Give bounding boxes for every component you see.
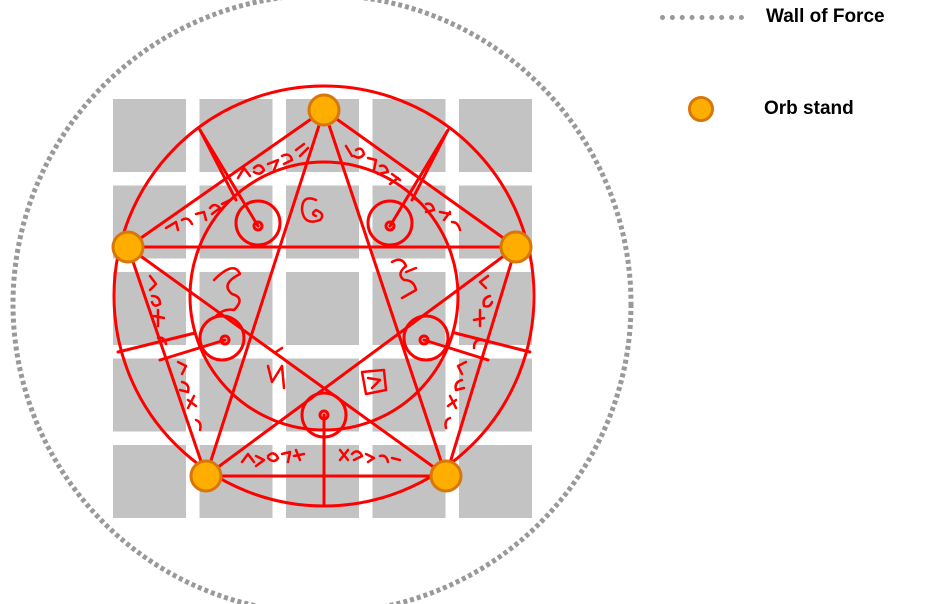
floor-tile [459, 99, 532, 172]
orb-stand-bottom-right [431, 461, 461, 491]
orb-stand-top [309, 95, 339, 125]
orb-stand-left [113, 232, 143, 262]
floor-tile [113, 99, 186, 172]
floor-tile [459, 272, 532, 345]
floor-tile [459, 445, 532, 518]
dotted-line-icon [660, 15, 744, 20]
orb-stand-right [501, 232, 531, 262]
orb-icon [688, 96, 714, 122]
legend-wall-label: Wall of Force [766, 6, 885, 28]
floor-tile [200, 99, 273, 172]
floor-tile [286, 272, 359, 345]
orb-stand-bottom-left [191, 461, 221, 491]
legend-orb-stand: Orb stand [688, 96, 854, 122]
legend-wall-of-force: Wall of Force [660, 6, 885, 28]
floor-tile [373, 99, 446, 172]
legend-orb-label: Orb stand [764, 98, 854, 120]
floor-tile [113, 359, 186, 432]
floor-tile [113, 445, 186, 518]
